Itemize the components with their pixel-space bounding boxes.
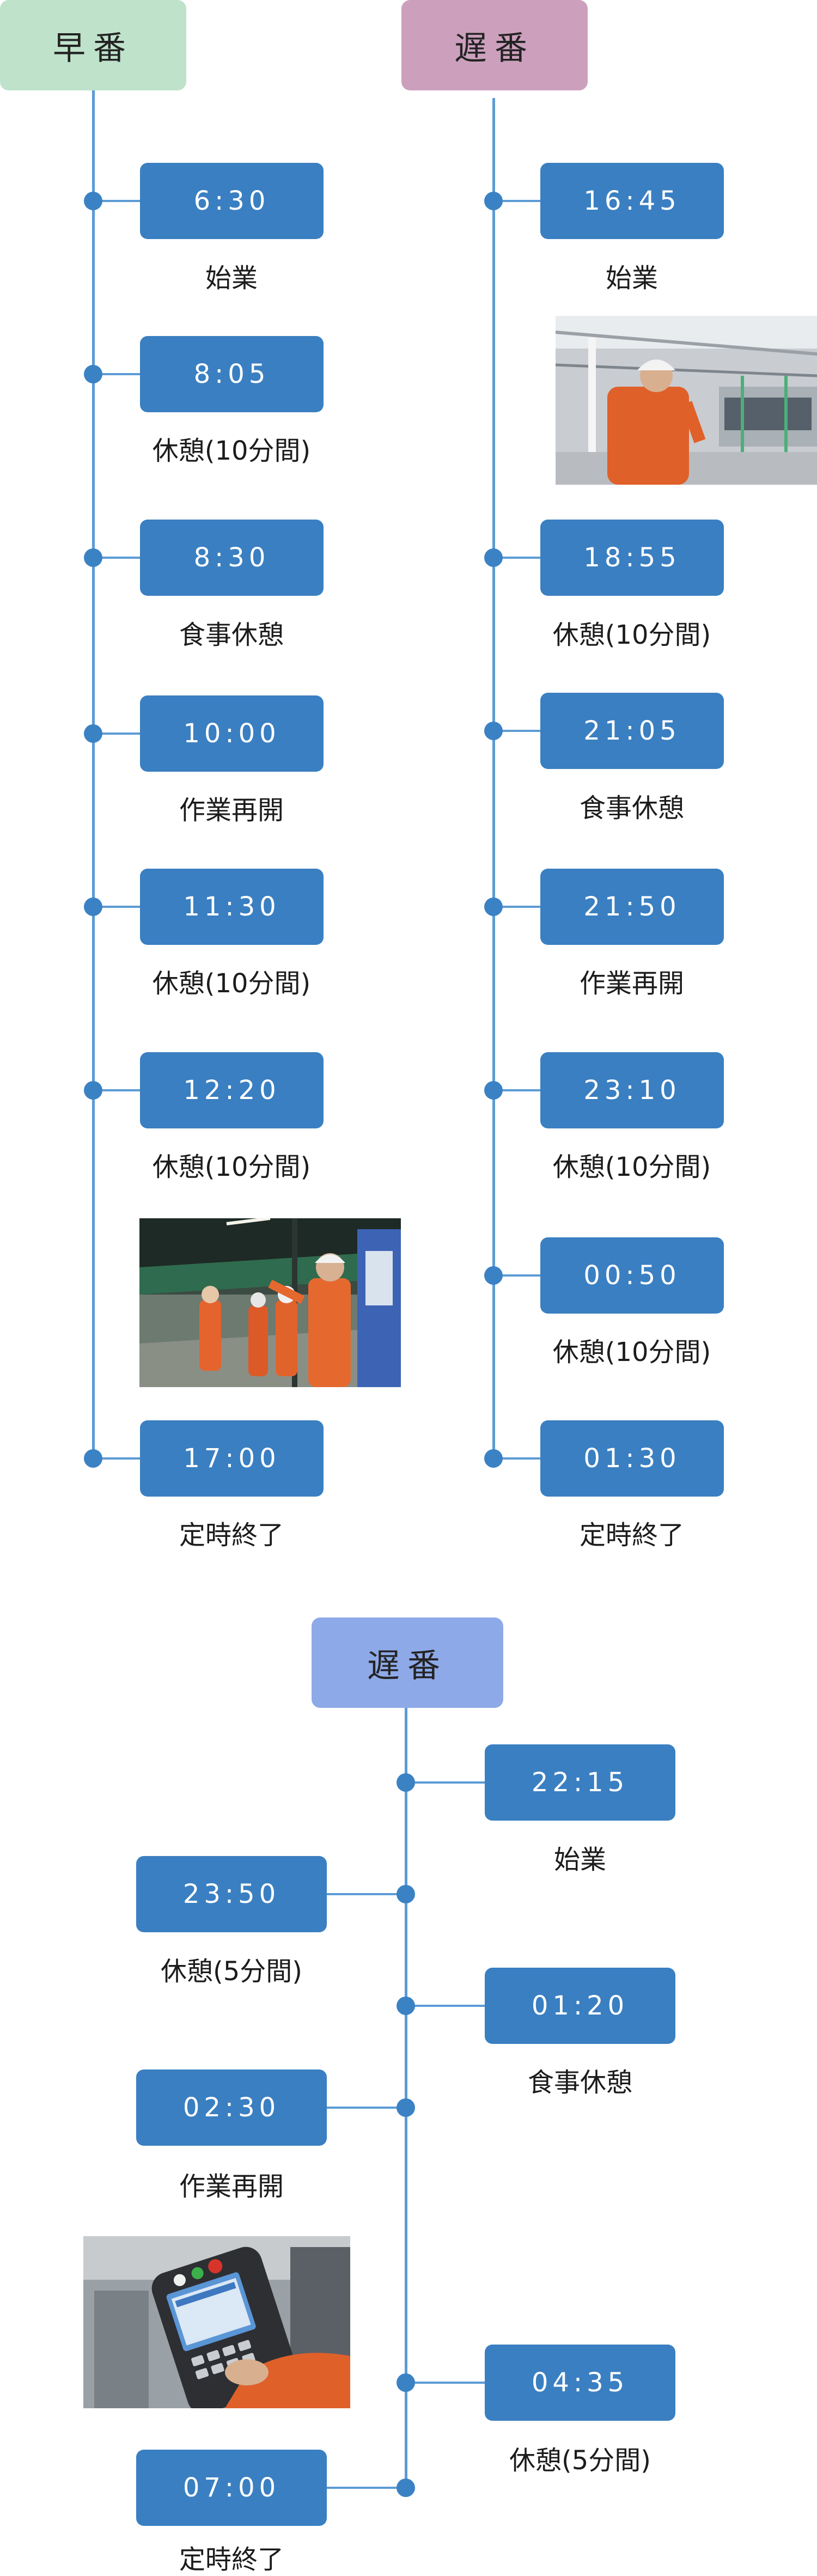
early-timeline-dot [84,1449,102,1468]
late-event-label: 作業再開 [579,968,684,999]
night-connector [326,1893,406,1895]
night-event-label: 休憩(5分間) [509,2445,651,2476]
night-shift-header: 遅番 [312,1617,503,1708]
early-timeline-dot [84,192,102,210]
late-shift-photo [556,316,817,485]
late-connector [493,1274,541,1277]
early-connector [93,1089,141,1091]
night-event-label: 休憩(5分間) [161,1956,302,1987]
early-connector [93,373,141,375]
late-shift-header: 遅番 [401,0,588,90]
night-event-label: 定時終了 [179,2544,284,2575]
night-event-label: 始業 [553,1845,606,1875]
early-connector [93,200,141,202]
early-timeline-dot [84,548,102,567]
night-event-label: 作業再開 [179,2171,284,2202]
late-connector [493,1089,541,1091]
night-time-box: 04:35 [485,2345,675,2421]
late-timeline-dot [484,1449,503,1468]
late-time-box: 21:05 [540,693,724,769]
early-event-label: 休憩(10分間) [152,968,311,999]
late-time-box: 01:30 [540,1420,724,1497]
night-timeline-dot [397,2479,415,2497]
late-time-box: 23:10 [540,1052,724,1128]
early-shift-header: 早番 [0,0,186,90]
night-timeline-dot [397,1997,415,2015]
early-connector [93,557,141,559]
late-time-box: 18:55 [540,520,724,596]
night-timeline-dot [397,1885,415,1903]
night-timeline-dot [397,1773,415,1792]
late-time-box: 00:50 [540,1237,724,1314]
late-event-label: 休憩(10分間) [552,620,711,650]
night-shift-photo [83,2236,350,2408]
late-event-label: 始業 [605,263,658,294]
night-event-label: 食事休憩 [527,2067,632,2098]
early-shift-photo [139,1218,401,1387]
late-connector [493,1457,541,1460]
late-event-label: 休憩(10分間) [552,1337,711,1368]
late-timeline-dot [484,722,503,740]
night-time-box: 22:15 [485,1744,675,1821]
early-time-box: 17:00 [140,1420,324,1497]
early-time-box: 12:20 [140,1052,324,1128]
night-time-box: 01:20 [485,1968,675,2044]
night-connector [326,2487,406,2489]
night-connector [406,2005,486,2007]
early-time-box: 8:30 [140,520,324,596]
late-time-box: 21:50 [540,869,724,945]
late-timeline-dot [484,898,503,916]
late-event-label: 定時終了 [579,1520,684,1551]
late-timeline-dot [484,548,503,567]
late-time-box: 16:45 [540,163,724,239]
night-timeline-dot [397,2373,415,2392]
night-timeline-dot [397,2098,415,2117]
early-event-label: 休憩(10分間) [152,436,311,466]
night-time-box: 23:50 [136,1856,327,1932]
early-time-box: 8:05 [140,336,324,412]
early-time-box: 6:30 [140,163,324,239]
early-event-label: 休憩(10分間) [152,1152,311,1182]
early-event-label: 始業 [205,263,258,294]
late-event-label: 休憩(10分間) [552,1152,711,1182]
night-connector [406,1781,486,1784]
night-time-box: 02:30 [136,2070,327,2146]
night-time-box: 07:00 [136,2450,327,2526]
early-connector [93,906,141,908]
late-connector [493,200,541,202]
early-timeline-line [92,90,95,1458]
night-connector [406,2382,486,2384]
late-timeline-dot [484,192,503,210]
late-timeline-line [492,98,495,1458]
late-event-label: 食事休憩 [579,793,684,823]
early-connector [93,732,141,735]
late-connector [493,557,541,559]
early-timeline-dot [84,365,102,383]
late-timeline-dot [484,1081,503,1100]
early-timeline-dot [84,724,102,743]
early-event-label: 作業再開 [179,795,284,826]
early-connector [93,1457,141,1460]
early-time-box: 10:00 [140,695,324,772]
early-timeline-dot [84,1081,102,1100]
late-timeline-dot [484,1266,503,1285]
late-connector [493,906,541,908]
night-timeline-line [405,1708,407,2487]
late-connector [493,730,541,732]
early-event-label: 食事休憩 [179,620,284,650]
early-time-box: 11:30 [140,869,324,945]
early-event-label: 定時終了 [179,1520,284,1551]
early-timeline-dot [84,898,102,916]
night-connector [326,2107,406,2109]
